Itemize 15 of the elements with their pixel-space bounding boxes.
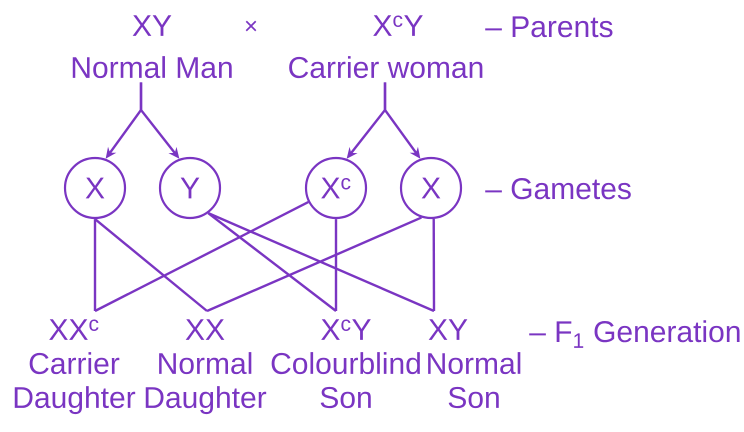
row-label: – F$_{1}$ Generation bbox=[529, 320, 740, 348]
connector-line bbox=[334, 219, 338, 311]
connector-line bbox=[432, 218, 436, 311]
offspring-label: X$^{c}$Y Colourblind Son bbox=[272, 319, 420, 408]
offspring-label: XX Normal Daughter bbox=[146, 319, 266, 414]
cross-sign: × bbox=[246, 20, 256, 32]
offspring-label: XY Normal Son bbox=[428, 319, 520, 408]
offspring-label: XX$^{c}$ Carrier Daughter bbox=[14, 319, 136, 414]
connector-line bbox=[94, 219, 96, 311]
row-label: – Parents bbox=[485, 16, 612, 38]
connector-line bbox=[94, 218, 208, 312]
parent-label: X$^{c}$Y Carrier woman bbox=[289, 15, 482, 78]
connector-line bbox=[208, 212, 337, 312]
parent-label: XY Normal Man bbox=[72, 15, 232, 78]
connector-line bbox=[94, 201, 309, 312]
